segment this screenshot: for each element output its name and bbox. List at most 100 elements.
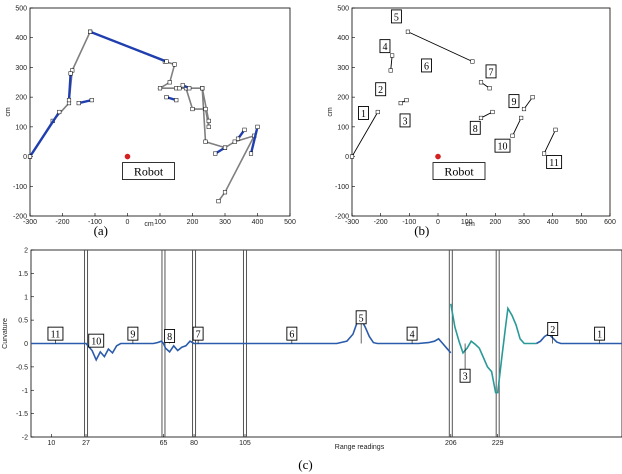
y-tick-label: 200 — [15, 95, 27, 102]
x-tick-label: 400 — [547, 219, 559, 226]
line-segment — [390, 55, 393, 71]
robot-label-box — [122, 162, 175, 180]
segment-label-box — [390, 9, 402, 24]
robot-marker — [435, 153, 441, 160]
segment-label: 4 — [410, 330, 415, 341]
line-segment — [89, 30, 167, 63]
segment-endpoint — [530, 95, 535, 100]
segment-label: 5 — [394, 12, 399, 23]
segment-label-box — [358, 106, 369, 120]
segment-label-box — [547, 322, 559, 336]
segment-endpoint — [404, 98, 409, 103]
segment-label: 9 — [511, 97, 516, 108]
segment-label-box — [494, 138, 511, 153]
segment-label: 3 — [463, 372, 468, 383]
x-tick-label: 200 — [489, 219, 501, 226]
segment-endpoint — [375, 109, 380, 115]
plot-frame-a — [29, 7, 291, 217]
segment-endpoint — [390, 53, 395, 58]
x-tick-label: 600 — [604, 219, 616, 226]
x-tick-label: 300 — [219, 219, 231, 226]
segment-label-box — [459, 368, 471, 383]
y-axis-label: Curvature — [2, 318, 9, 349]
x-tick-label: 300 — [518, 219, 530, 226]
segment-endpoint — [470, 59, 475, 64]
segment-label-box — [406, 326, 418, 341]
segment-label-box — [286, 326, 298, 341]
x-tick-label: -200 — [55, 219, 69, 226]
segment-label: 10 — [91, 337, 101, 348]
segment-endpoint — [213, 151, 218, 156]
segment-label: 9 — [130, 330, 135, 341]
scan-point — [172, 62, 177, 67]
scan-point — [167, 80, 172, 85]
segment-endpoint — [487, 86, 492, 91]
line-segment — [67, 73, 72, 101]
segment-label-box — [379, 39, 391, 54]
segment-endpoint — [519, 115, 524, 120]
y-tick-label: 300 — [337, 65, 349, 72]
segment-label: 1 — [597, 330, 602, 341]
segment-label-box — [594, 326, 606, 341]
scan-point — [200, 86, 205, 91]
y-tick-label: -200 — [13, 214, 27, 221]
segment-label: 1 — [361, 109, 366, 120]
segment-endpoint — [349, 154, 355, 159]
y-tick-label: 500 — [15, 6, 27, 13]
segment-endpoint — [510, 133, 515, 138]
y-tick-label: 200 — [337, 95, 349, 102]
y-tick-label: 0 — [345, 154, 349, 161]
x-tick-label: 206 — [445, 440, 457, 447]
scan-point — [206, 118, 211, 123]
x-tick-label: 0 — [126, 219, 130, 226]
y-tick-label: -200 — [335, 214, 349, 221]
segment-label: 11 — [549, 158, 559, 169]
x-tick-label: -300 — [345, 219, 359, 226]
segment-endpoint — [89, 98, 94, 103]
segment-endpoint — [27, 154, 33, 159]
segment-label: 6 — [289, 330, 294, 341]
x-tick-label: 100 — [461, 219, 473, 226]
segment-label: 8 — [473, 124, 478, 135]
x-tick-label: 500 — [284, 219, 296, 226]
x-axis-label: cm — [466, 221, 476, 228]
scan-point — [206, 124, 211, 129]
segment-label-box — [508, 94, 520, 109]
segment-endpoint — [388, 68, 393, 73]
segment-endpoint — [187, 86, 192, 91]
line-segment — [543, 129, 556, 154]
segment-endpoint — [398, 101, 403, 106]
robot-marker — [124, 153, 131, 160]
y-axis-label: cm — [327, 107, 334, 117]
segment-endpoint — [478, 80, 484, 85]
segment-label: 7 — [196, 330, 201, 341]
x-axis-label: cm — [144, 221, 154, 228]
segment-label-box — [485, 64, 497, 79]
y-tick-label: 100 — [15, 124, 27, 131]
x-tick-label: 65 — [160, 440, 168, 447]
segment-label: 3 — [403, 116, 408, 127]
line-segment — [28, 111, 61, 158]
segment-label: 4 — [382, 42, 387, 53]
scan-point — [232, 139, 237, 144]
y-tick-label: 400 — [337, 35, 349, 42]
y-tick-label: 100 — [337, 124, 349, 131]
line-segment — [512, 117, 522, 136]
segment-endpoint — [57, 109, 62, 115]
y-tick-label: -2 — [22, 435, 28, 442]
segment-endpoint — [76, 101, 81, 106]
segment-label-box — [47, 326, 64, 341]
segment-label: 2 — [378, 85, 383, 96]
segment-endpoint — [180, 83, 185, 88]
x-axis-label: Range readings — [335, 444, 385, 451]
segment-label: 5 — [359, 313, 364, 324]
scan-point — [203, 139, 208, 144]
x-tick-label: 10 — [47, 440, 55, 447]
segment-endpoint — [248, 151, 254, 156]
line-segment — [249, 126, 259, 154]
y-tick-label: -1 — [22, 388, 28, 395]
segment-endpoint — [88, 29, 93, 34]
segment-label: 8 — [167, 332, 172, 343]
curvature-series-line — [31, 317, 452, 362]
segment-endpoint — [405, 29, 410, 34]
